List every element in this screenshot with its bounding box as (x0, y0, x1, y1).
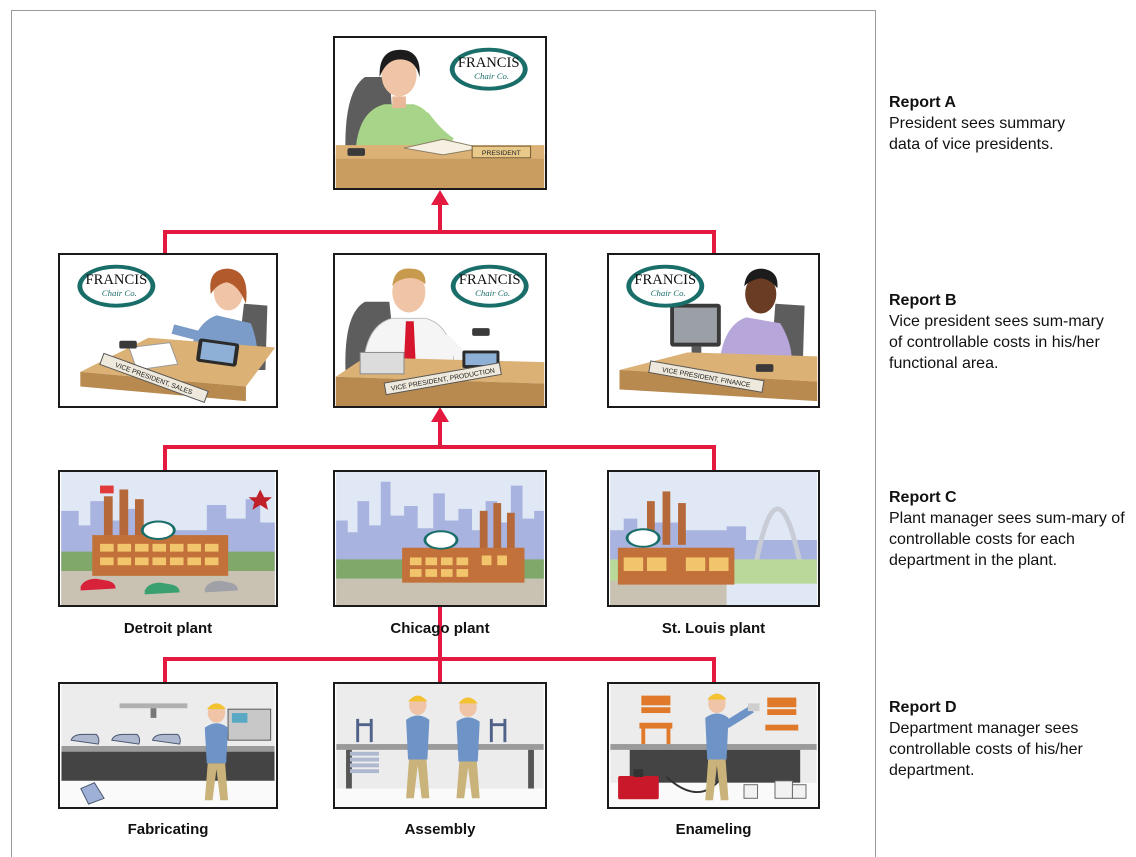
president-panel: FRANCIS Chair Co. PRESIDENT (333, 36, 547, 190)
assembly-label: Assembly (404, 821, 476, 838)
report-a-title: Report A (889, 94, 956, 111)
fabricating-panel (58, 682, 278, 809)
report-d: Report D Department manager sees control… (889, 697, 1134, 781)
logo-line1: FRANCIS (86, 272, 148, 288)
logo-line2: Chair Co. (474, 71, 509, 81)
stlouis-plant-panel (607, 470, 820, 607)
report-b-title: Report B (889, 292, 957, 309)
report-a: Report A President sees summary data of … (889, 92, 1134, 155)
vp-sales-panel: FRANCIS Chair Co. VICE PRESIDENT, SALES (58, 253, 278, 408)
chicago-plant-label: Chicago plant (390, 620, 490, 637)
logo-line1: FRANCIS (458, 55, 520, 71)
stlouis-plant-label: St. Louis plant (661, 620, 766, 637)
fabricating-label: Fabricating (127, 821, 209, 838)
nameplate-president: PRESIDENT (482, 150, 521, 157)
chicago-plant-panel (333, 470, 547, 607)
enameling-label: Enameling (675, 821, 752, 838)
report-c: Report C Plant manager sees sum-mary of … (889, 487, 1134, 571)
logo-line2: Chair Co. (651, 288, 686, 298)
report-c-body: Plant manager sees sum-mary of controlla… (889, 510, 1125, 569)
assembly-panel (333, 682, 547, 809)
vp-production-panel: FRANCIS Chair Co. VICE PRESIDENT, PRODUC… (333, 253, 547, 408)
enameling-panel (607, 682, 820, 809)
report-a-body: President sees summary data of vice pres… (889, 115, 1066, 153)
report-b: Report B Vice president sees sum-mary of… (889, 290, 1134, 374)
detroit-plant-label: Detroit plant (123, 620, 213, 637)
report-d-body: Department manager sees controllable cos… (889, 720, 1083, 779)
report-c-title: Report C (889, 489, 957, 506)
logo-line1: FRANCIS (459, 272, 521, 288)
logo-line2: Chair Co. (475, 288, 510, 298)
report-b-body: Vice president sees sum-mary of controll… (889, 313, 1104, 372)
vp-finance-panel: FRANCIS Chair Co. VICE PRESIDENT, FINANC… (607, 253, 820, 408)
report-d-title: Report D (889, 699, 957, 716)
logo-line1: FRANCIS (634, 272, 696, 288)
detroit-plant-panel (58, 470, 278, 607)
logo-line2: Chair Co. (102, 288, 137, 298)
